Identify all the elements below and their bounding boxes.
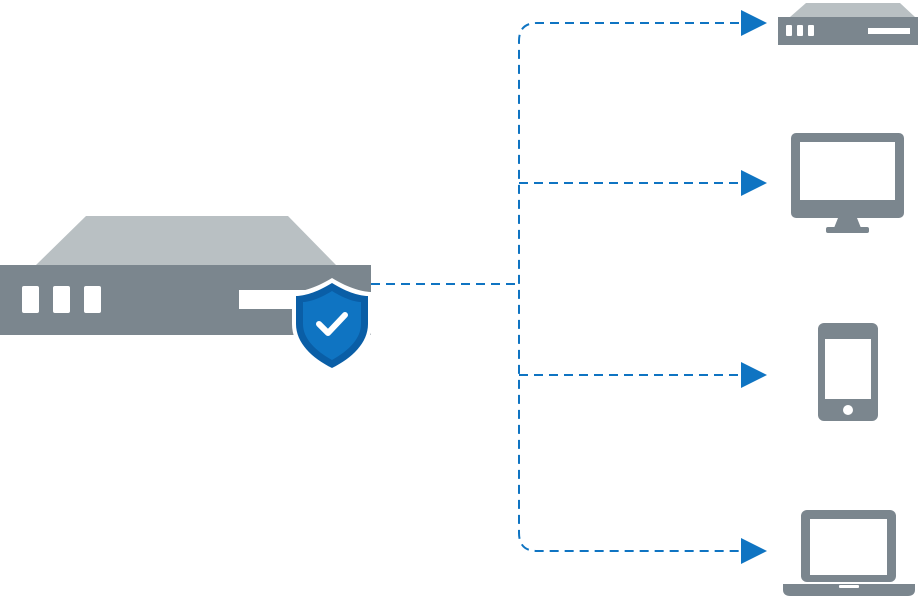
laptop-base [783, 584, 915, 596]
connectors [371, 10, 767, 564]
desktop-monitor-icon [791, 133, 904, 233]
connector-trunk [518, 22, 739, 552]
check-mark [316, 312, 348, 336]
monitor-base [826, 227, 869, 233]
small-server-slot [786, 25, 792, 36]
phone-screen [825, 339, 871, 399]
shield-check-icon [292, 278, 372, 373]
phone-home-button [843, 405, 853, 415]
small-server-slot [797, 25, 803, 36]
source-server-slot [84, 286, 101, 313]
source-server-slot [22, 286, 39, 313]
arrow-head [741, 362, 767, 388]
arrow-head [741, 538, 767, 564]
source-server-top [36, 216, 336, 265]
small-server-drive-bay [868, 28, 910, 34]
laptop-trackpad-notch [839, 585, 859, 588]
monitor-screen [800, 142, 895, 200]
laptop-screen [810, 519, 887, 575]
laptop-icon [783, 510, 915, 596]
source-server-slot [53, 286, 70, 313]
monitor-stand [834, 218, 861, 228]
arrow-head [741, 10, 767, 36]
small-server-top [790, 3, 915, 17]
server-rack-icon [778, 3, 918, 45]
smartphone-icon [818, 323, 878, 421]
small-server-slot [808, 25, 814, 36]
arrow-head [741, 170, 767, 196]
